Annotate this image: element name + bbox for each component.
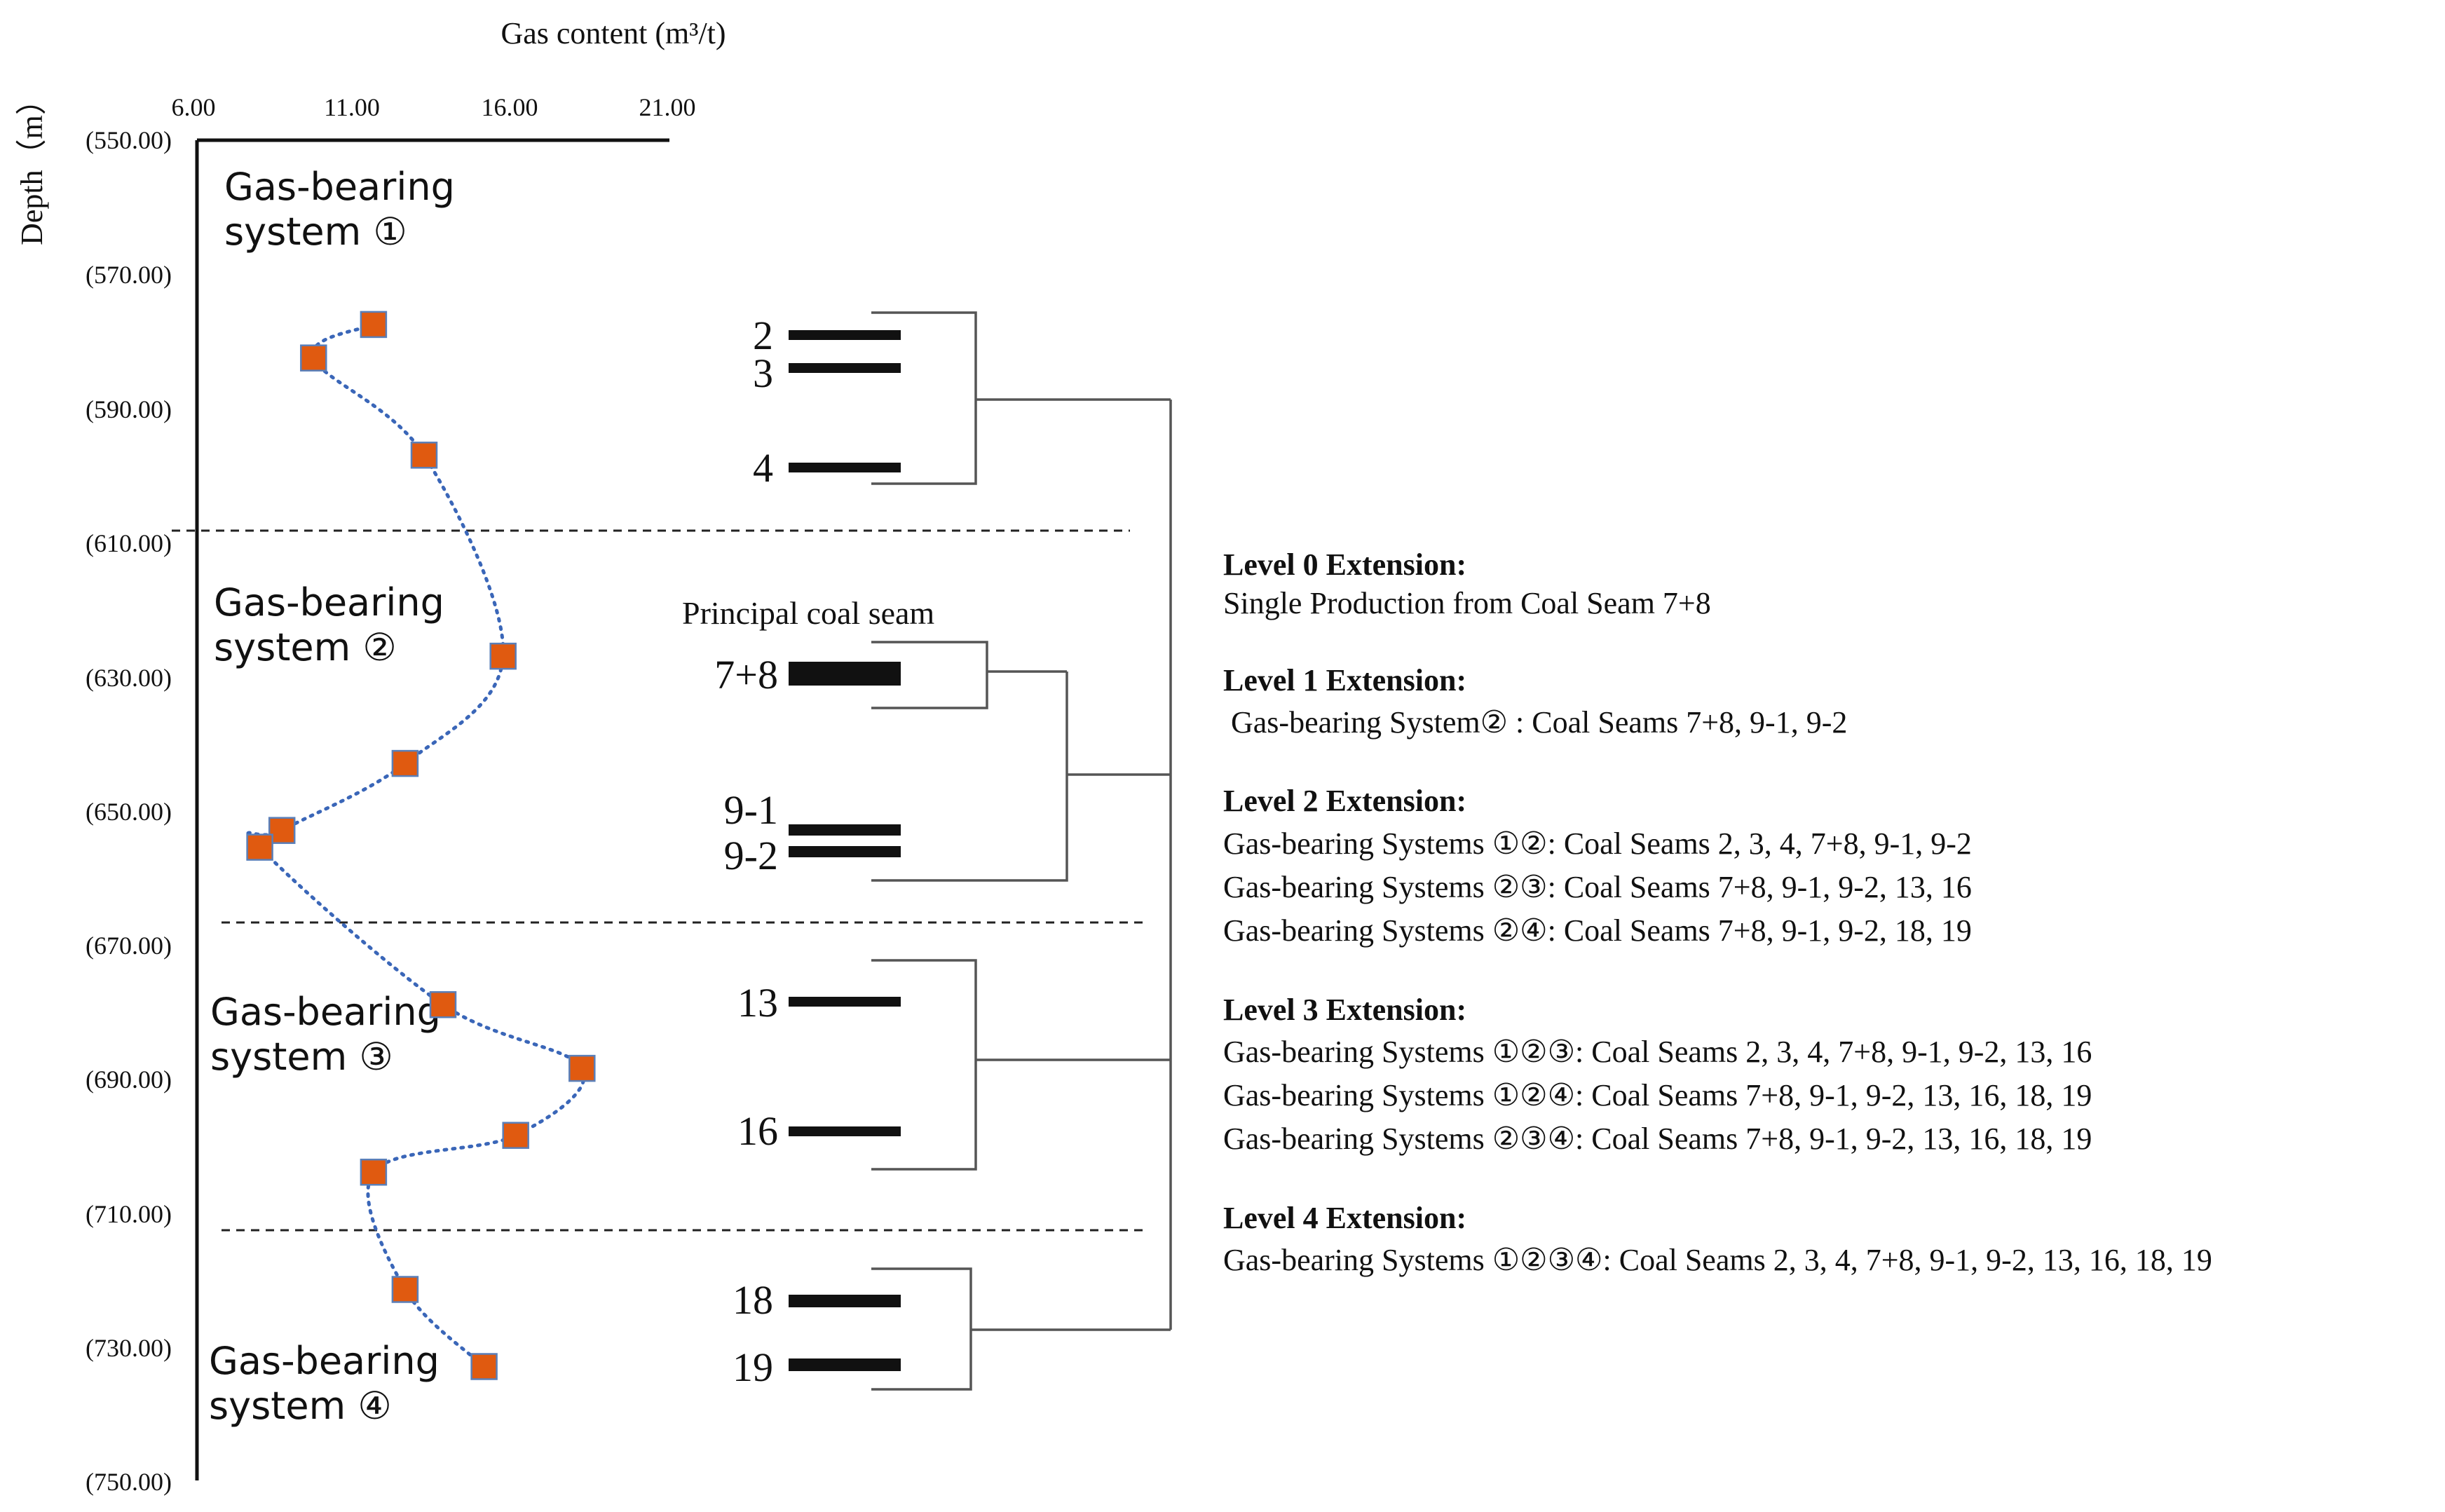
system-3-label: Gas-bearing system ③ <box>210 990 453 1079</box>
data-point <box>300 344 327 372</box>
system-4-label: Gas-bearing system ④ <box>209 1339 451 1428</box>
data-point <box>391 1276 419 1303</box>
data-point <box>502 1122 529 1149</box>
seam-label: 7+8 <box>714 652 778 697</box>
system-2-label: Gas-bearing system ② <box>214 580 456 669</box>
seam-label: 18 <box>733 1277 773 1323</box>
level-1-heading: Level 1 Extension: <box>1223 663 1466 697</box>
data-point <box>391 749 419 777</box>
coal-seam-bar <box>789 463 901 472</box>
coal-seam-bar <box>789 1358 901 1371</box>
coal-seam-bar <box>789 997 901 1007</box>
coal-seam-bar <box>789 824 901 836</box>
y-tick-label: (670.00) <box>86 932 172 960</box>
y-tick-label: (730.00) <box>86 1334 172 1362</box>
seam-label: 13 <box>737 980 778 1026</box>
data-point <box>246 833 273 861</box>
level-3-heading: Level 3 Extension: <box>1223 993 1466 1027</box>
y-tick-label: (550.00) <box>86 126 172 154</box>
x-tick-label: 16.00 <box>482 93 538 121</box>
seam-label: 9-2 <box>724 833 778 878</box>
level-0-heading: Level 0 Extension: <box>1223 547 1466 582</box>
data-point <box>470 1353 498 1380</box>
system-label-line: Gas-bearing <box>210 990 441 1034</box>
bracket-system-4 <box>871 1267 972 1391</box>
level-4-heading: Level 4 Extension: <box>1223 1201 1466 1235</box>
principal-coal-seam-bar <box>789 662 901 686</box>
gas-content-series <box>246 311 596 1380</box>
y-tick-label: (750.00) <box>86 1468 172 1496</box>
principal-coal-seam-label: Principal coal seam <box>682 595 934 631</box>
y-tick-label: (650.00) <box>86 798 172 826</box>
x-tick-label: 11.00 <box>324 93 380 121</box>
coal-seam-bar <box>789 330 901 340</box>
x-tick-label: 21.00 <box>639 93 696 121</box>
data-point <box>568 1054 596 1082</box>
extension-levels: Level 0 Extension: Single Production fro… <box>1223 547 2212 1277</box>
level-4-item: Gas-bearing Systems ①②③④: Coal Seams 2, … <box>1223 1243 2212 1277</box>
seam-label: 3 <box>753 350 773 396</box>
seam-label: 16 <box>737 1108 778 1154</box>
bracket-seam-7-8 <box>871 641 988 709</box>
data-point <box>360 1158 388 1186</box>
level-0-item: Single Production from Coal Seam 7+8 <box>1223 586 1711 620</box>
y-axis-title: Depth（m） <box>15 84 49 245</box>
bracket-system-1 <box>871 311 977 485</box>
y-tick-label: (590.00) <box>86 395 172 423</box>
level-2-item: Gas-bearing Systems ①②: Coal Seams 2, 3,… <box>1223 826 1972 861</box>
coal-seam-bar <box>789 1126 901 1136</box>
coal-seam-bar <box>789 1295 901 1307</box>
y-tick-label: (610.00) <box>86 529 172 557</box>
data-point <box>360 311 388 339</box>
data-point <box>410 442 438 469</box>
seam-label: 2 <box>753 313 773 358</box>
level-3-item: Gas-bearing Systems ②③④: Coal Seams 7+8,… <box>1223 1122 2092 1156</box>
seam-label: 9-1 <box>724 787 778 833</box>
series-line <box>246 322 586 1368</box>
bracket-system-2 <box>871 672 1068 882</box>
level-2-heading: Level 2 Extension: <box>1223 784 1466 818</box>
system-label-line: Gas-bearing <box>224 165 455 209</box>
seam-label: 19 <box>733 1344 773 1390</box>
system-label-line: system ① <box>224 210 407 254</box>
system-label-line: Gas-bearing <box>214 580 444 625</box>
coal-seam-bar <box>789 363 901 373</box>
data-point <box>268 817 296 844</box>
x-tick-label: 6.00 <box>172 93 216 121</box>
data-point <box>489 642 517 670</box>
level-3-item: Gas-bearing Systems ①②④: Coal Seams 7+8,… <box>1223 1078 2092 1112</box>
level-2-item: Gas-bearing Systems ②④: Coal Seams 7+8, … <box>1223 913 1972 948</box>
system-label-line: system ④ <box>209 1384 392 1428</box>
grouping-brackets <box>871 311 1172 1391</box>
bracket-system-3 <box>871 959 977 1171</box>
coal-seam-bar <box>789 846 901 857</box>
seam-label: 4 <box>753 445 773 491</box>
system-label-line: system ② <box>214 625 397 669</box>
y-tick-label: (710.00) <box>86 1200 172 1228</box>
system-label-line: Gas-bearing <box>209 1339 440 1383</box>
system-1-label: Gas-bearing system ① <box>224 165 467 254</box>
x-axis-title: Gas content (m³/t) <box>500 16 726 50</box>
level-2-item: Gas-bearing Systems ②③: Coal Seams 7+8, … <box>1223 870 1972 904</box>
y-tick-label: (570.00) <box>86 261 172 289</box>
y-tick-label: (690.00) <box>86 1065 172 1094</box>
data-point <box>429 990 457 1019</box>
system-label-line: system ③ <box>210 1035 393 1079</box>
y-tick-label: (630.00) <box>86 664 172 692</box>
level-3-item: Gas-bearing Systems ①②③: Coal Seams 2, 3… <box>1223 1035 2092 1069</box>
level-1-item: Gas-bearing System② : Coal Seams 7+8, 9-… <box>1223 705 1847 740</box>
